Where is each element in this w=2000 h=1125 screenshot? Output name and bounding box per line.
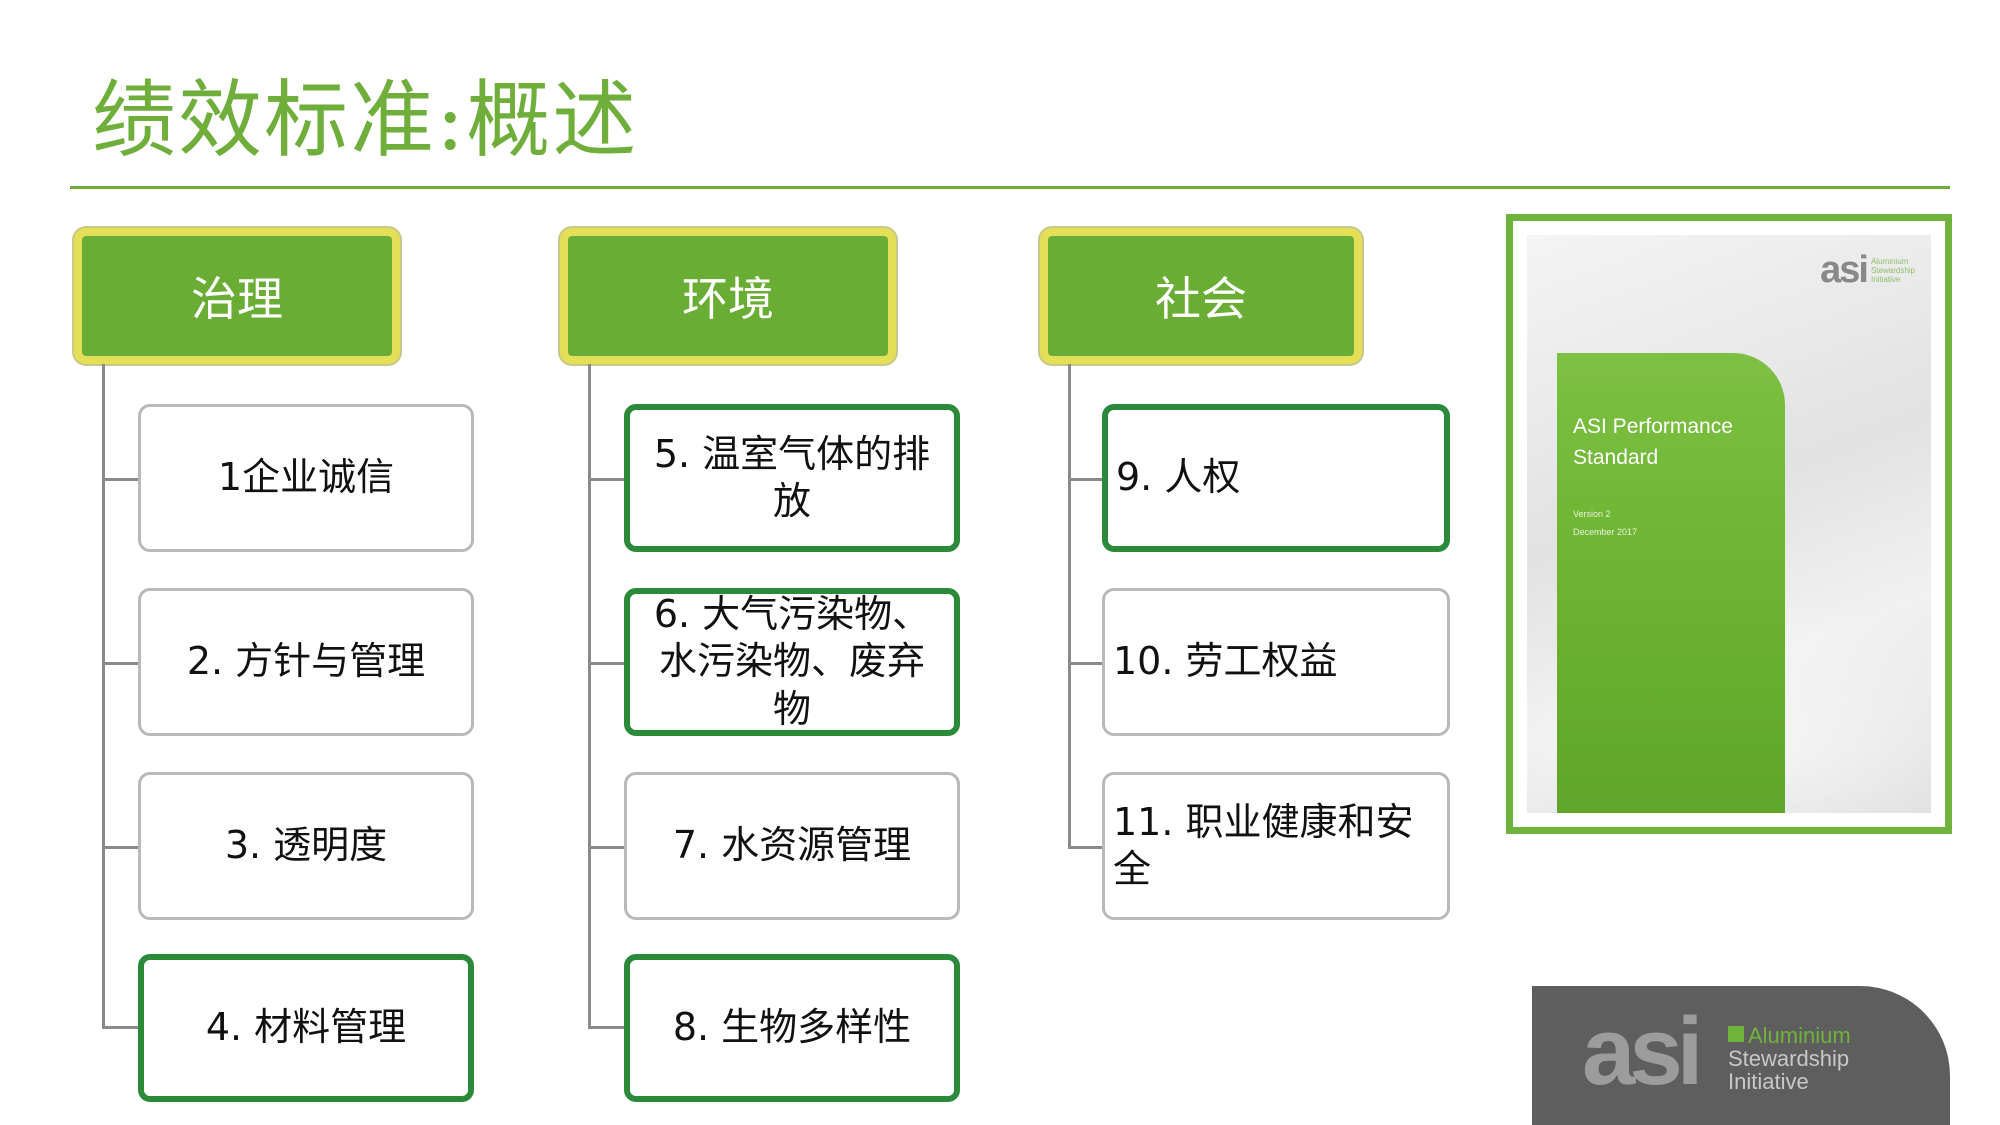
cover-logo-mark: asi xyxy=(1820,249,1869,291)
standard-box-4: 4. 材料管理 xyxy=(138,954,474,1102)
tree-branch xyxy=(1068,846,1102,849)
column-header-social: 社会 xyxy=(1040,228,1362,364)
tree-line-social xyxy=(1068,364,1071,848)
asi-logo-panel: asi Aluminium Stewardship Initiative xyxy=(1532,986,1950,1125)
standard-label: 8. 生物多样性 xyxy=(672,1005,912,1050)
asi-logo-mark: asi xyxy=(1582,998,1703,1105)
standard-label: 3. 透明度 xyxy=(224,823,388,868)
standard-box-1: 1企业诚信 xyxy=(138,404,474,552)
tree-branch xyxy=(102,846,138,849)
performance-standard-cover: asi Aluminium Stewardship Initiative ASI… xyxy=(1506,214,1952,834)
tree-branch xyxy=(588,478,624,481)
cover-logo-text: Aluminium Stewardship Initiative xyxy=(1870,257,1915,284)
asi-logo-text: Aluminium Stewardship Initiative xyxy=(1728,1024,1851,1093)
standard-label: 1企业诚信 xyxy=(217,455,395,500)
standard-box-9: 9. 人权 xyxy=(1102,404,1450,552)
standard-label: 7. 水资源管理 xyxy=(672,823,912,868)
cover-title: ASI Performance Standard xyxy=(1573,415,1733,469)
standard-label: 10. 劳工权益 xyxy=(1113,639,1338,684)
standard-box-11: 11. 职业健康和安全 xyxy=(1102,772,1450,920)
standard-label: 4. 材料管理 xyxy=(205,1005,407,1050)
standard-box-8: 8. 生物多样性 xyxy=(624,954,960,1102)
asi-logo-line2: Stewardship xyxy=(1728,1046,1850,1071)
standard-box-6: 6. 大气污染物、水污染物、废弃物 xyxy=(624,588,960,736)
asi-logo-line1: Aluminium xyxy=(1748,1023,1851,1048)
tree-branch xyxy=(102,1026,138,1029)
tree-branch xyxy=(102,478,138,481)
standard-box-2: 2. 方针与管理 xyxy=(138,588,474,736)
tree-line-environment xyxy=(588,364,591,1028)
standard-box-3: 3. 透明度 xyxy=(138,772,474,920)
standard-label: 6. 大气污染物、水污染物、废弃物 xyxy=(653,591,931,731)
tree-branch xyxy=(102,662,138,665)
tree-branch xyxy=(588,1026,624,1029)
tree-branch xyxy=(588,662,624,665)
tree-line-governance xyxy=(102,364,105,1028)
tree-branch xyxy=(588,846,624,849)
page-title: 绩效标准:概述 xyxy=(92,71,639,169)
cover-green-panel xyxy=(1557,353,1785,813)
cover-version: Version 2 xyxy=(1573,509,1611,519)
standard-label: 5. 温室气体的排放 xyxy=(653,431,931,524)
standard-box-10: 10. 劳工权益 xyxy=(1102,588,1450,736)
standard-label: 9. 人权 xyxy=(1116,455,1241,500)
standard-label: 11. 职业健康和安全 xyxy=(1113,799,1414,892)
asi-logo-square xyxy=(1728,1026,1744,1042)
tree-branch xyxy=(1068,478,1102,481)
column-header-environment: 环境 xyxy=(560,228,896,364)
standard-label: 2. 方针与管理 xyxy=(186,639,426,684)
standard-box-7: 7. 水资源管理 xyxy=(624,772,960,920)
cover-logo: asi Aluminium Stewardship Initiative xyxy=(1820,249,1915,292)
tree-branch xyxy=(1068,662,1102,665)
cover-background: asi Aluminium Stewardship Initiative ASI… xyxy=(1527,235,1931,813)
column-header-governance: 治理 xyxy=(74,228,400,364)
asi-logo-line3: Initiative xyxy=(1728,1069,1809,1094)
title-divider xyxy=(70,186,1950,189)
standard-box-5: 5. 温室气体的排放 xyxy=(624,404,960,552)
cover-date: December 2017 xyxy=(1573,527,1638,537)
